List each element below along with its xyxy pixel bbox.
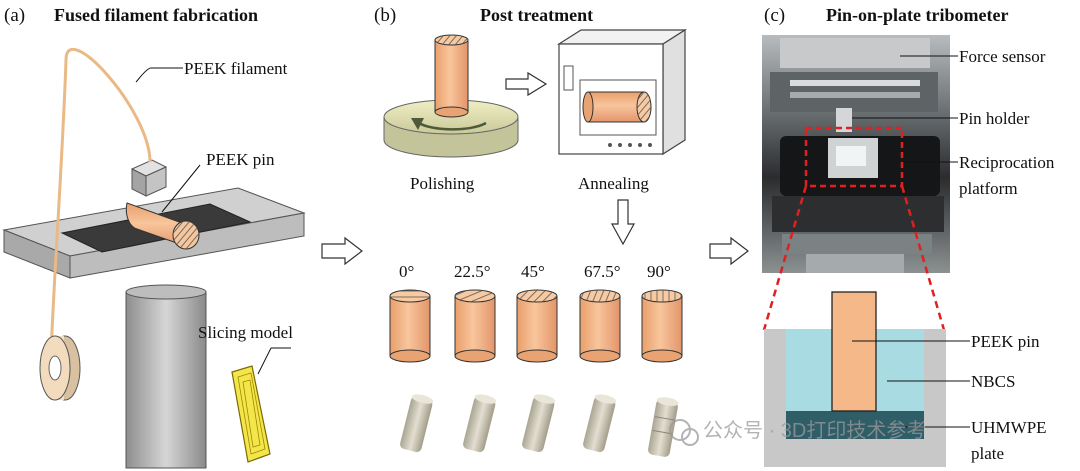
raster-pin-22-5 (454, 289, 496, 363)
panel-b-label: (b) (374, 5, 396, 26)
peek-pin-callout: PEEK pin (971, 332, 1040, 351)
panel-c-title: Pin-on-plate tribometer (826, 5, 1008, 25)
polishing-label: Polishing (410, 174, 475, 193)
sample-photo-45 (522, 394, 556, 453)
print-head (130, 159, 168, 197)
sample-photo-90 (648, 397, 679, 457)
raster-pin-45 (516, 289, 558, 363)
angle-label-22-5: 22.5° (454, 262, 491, 281)
reciprocation-label-line2: platform (959, 179, 1018, 198)
arrow-polish-to-anneal (505, 71, 548, 97)
reciprocation-label-line1: Reciprocation (959, 153, 1055, 172)
panel-a-title: Fused filament fabrication (54, 5, 258, 25)
watermark-text: 公众号 · 3D打印技术参考 (703, 419, 926, 442)
sample-photo-0 (400, 394, 434, 453)
force-sensor-label: Force sensor (959, 47, 1046, 66)
annealing-pin (582, 91, 652, 123)
projection-line-right (900, 185, 946, 331)
polishing-pin (434, 34, 469, 118)
highlight-box (804, 126, 904, 188)
peek-pin-label: PEEK pin (206, 150, 275, 169)
peek-filament (49, 47, 152, 353)
angle-label-67-5: 67.5° (584, 262, 621, 281)
panel-b: (b) Post treatment Polishing (374, 5, 688, 457)
annealing-furnace (556, 28, 688, 156)
peek-pin-schematic (831, 291, 877, 412)
uhmwpe-label-line1: UHMWPE (971, 418, 1047, 437)
panel-b-title: Post treatment (480, 5, 593, 25)
peek-filament-label: PEEK filament (184, 59, 288, 78)
arrow-a-to-b (321, 236, 363, 266)
pin-leader (161, 164, 201, 213)
furnace-buttons (608, 143, 652, 147)
arrow-anneal-down (610, 199, 636, 246)
slicing-model-label: Slicing model (198, 323, 293, 342)
sample-photo-22-5 (463, 394, 497, 453)
nbcs-label: NBCS (971, 372, 1015, 391)
watermark: 公众号 · 3D打印技术参考 (669, 419, 926, 446)
panel-c-label: (c) (764, 5, 785, 26)
panel-c: (c) Pin-on-plate tribometer (762, 5, 1055, 467)
pin-sample-photos (400, 394, 679, 457)
filament-spool (39, 335, 81, 401)
angle-label-90: 90° (647, 262, 671, 281)
uhmwpe-label-line2: plate (971, 444, 1004, 463)
panel-a: (a) Fused filament fabrication (2, 5, 306, 469)
angle-label-45: 45° (521, 262, 545, 281)
raster-pin-90 (641, 289, 683, 363)
pin-holder-label: Pin holder (959, 109, 1030, 128)
annealing-label: Annealing (578, 174, 649, 193)
raster-pin-67-5 (579, 289, 621, 363)
uhmwpe-plate (786, 411, 924, 439)
panel-a-label: (a) (4, 5, 25, 26)
polishing-disk (383, 99, 519, 158)
sample-photo-67-5 (583, 394, 617, 453)
angle-label-0: 0° (399, 262, 414, 281)
printer-pillar (125, 284, 207, 469)
arrow-b-to-c (709, 236, 749, 266)
slicing-model (231, 365, 271, 463)
printed-pin (125, 202, 200, 250)
contact-schematic (764, 291, 946, 467)
projection-line-left (762, 185, 808, 331)
raster-pin-0 (389, 289, 431, 363)
rotation-arrow (418, 121, 487, 131)
